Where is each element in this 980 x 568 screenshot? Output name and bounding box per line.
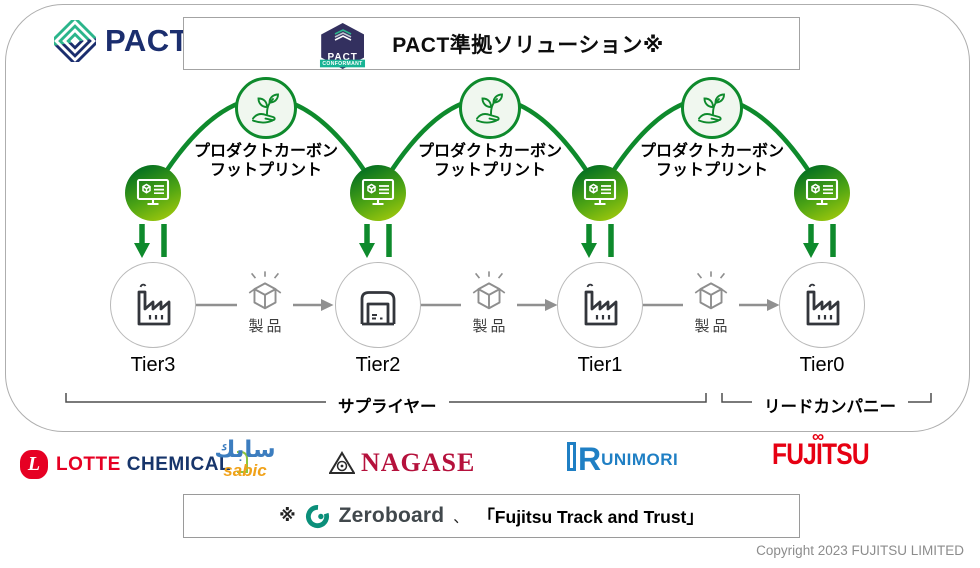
sabic-arabic-text: سابك [214, 436, 276, 462]
product-box-icon [472, 271, 506, 310]
monitor-circle-3 [572, 165, 628, 221]
monitor-circle-1 [125, 165, 181, 221]
tier3-label: Tier3 [130, 354, 176, 376]
kunimori-initial: R [578, 440, 602, 477]
product-label: 製品 [472, 318, 509, 335]
product-label: 製品 [694, 318, 731, 335]
pact-logo-text: PACT [105, 23, 190, 58]
footprint-label-3: プロダクトカーボン フットプリント [639, 143, 784, 179]
leaf-circle-3 [681, 77, 743, 139]
kunimori-logo: R UNIMORI [567, 440, 679, 477]
copyright-text: Copyright 2023 FUJITSU LIMITED [756, 543, 964, 558]
nagase-word: NAGASE [361, 448, 476, 477]
tier0-circle [779, 262, 865, 348]
pact-logo-icon [54, 20, 96, 62]
lead-company-group-label: リードカンパニー [752, 392, 908, 418]
fujitsu-infinity-icon: ∞ [812, 427, 825, 446]
monitor-icon [361, 178, 395, 206]
nagase-mark-icon [329, 451, 355, 474]
product-1: 製品 [237, 270, 293, 336]
tier1-circle [557, 262, 643, 348]
product-box-icon [694, 271, 728, 310]
monitor-circle-4 [794, 165, 850, 221]
footprint-label-1: プロダクトカーボン フットプリント [193, 143, 338, 179]
tier0-label: Tier0 [799, 354, 845, 376]
footnote-separator: 、 [453, 508, 469, 526]
factory-icon [584, 283, 618, 326]
kunimori-rest: UNIMORI [601, 450, 679, 469]
sabic-logo: سابك sabic [204, 436, 286, 480]
badge-ribbon: CONFORMANT [320, 59, 366, 68]
nagase-logo: NAGASE [329, 448, 475, 478]
zeroboard-word: Zeroboard [338, 504, 445, 527]
product-label: 製品 [248, 318, 285, 335]
diagram-frame [5, 4, 970, 432]
badge-layers-icon [334, 29, 352, 41]
lotte-leaf-bracket-icon [237, 450, 249, 473]
lotte-chemical-logo: L LOTTE CHEMICAL [20, 450, 249, 479]
supplier-group-label: サプライヤー [326, 392, 449, 418]
leaf-hand-icon [252, 93, 279, 124]
leaf-circle-2 [459, 77, 521, 139]
sabic-latin-text: sabic [223, 461, 267, 480]
lotte-mark-icon: L [20, 450, 48, 479]
tier2-label: Tier2 [355, 354, 401, 376]
chemical-word: CHEMICAL [126, 453, 232, 475]
fujitsu-logo: ∞ FUJITSU [772, 427, 890, 472]
zeroboard-icon [305, 504, 329, 528]
product-2: 製品 [461, 270, 517, 336]
leaf-hand-icon [698, 93, 725, 124]
lotte-word: LOTTE [56, 453, 121, 475]
tier2-circle [335, 262, 421, 348]
factory-icon [806, 283, 840, 326]
leaf-hand-icon [476, 93, 503, 124]
monitor-circle-2 [350, 165, 406, 221]
monitor-icon [583, 178, 617, 206]
fujitsu-word: FUJITSU [772, 438, 870, 471]
badge-name: PACT [327, 52, 358, 63]
pact-conformant-badge: PACT CONFORMANT [319, 23, 366, 73]
connector-arrows [196, 299, 780, 311]
product-box-icon [248, 271, 282, 310]
monitor-icon [805, 178, 839, 206]
leaf-circle-1 [235, 77, 297, 139]
footnote-box: ※ Zeroboard 、 「Fujitsu Track and Trust」 [183, 494, 800, 538]
fujitsu-track-and-trust-text: 「Fujitsu Track and Trust」 [477, 506, 704, 527]
tier1-label: Tier1 [577, 354, 623, 376]
factory-icon [137, 283, 171, 326]
header-box: PACT CONFORMANT PACT準拠ソリューション※ [183, 17, 800, 70]
footprint-label-2: プロダクトカーボン フットプリント [417, 143, 562, 179]
down-arrows [134, 224, 836, 258]
pact-logo: PACT [54, 20, 189, 62]
kunimori-k-bar-icon [567, 442, 576, 471]
warehouse-icon [360, 291, 396, 326]
header-title: PACT準拠ソリューション※ [392, 33, 664, 57]
product-3: 製品 [683, 270, 739, 336]
footnote-marker: ※ [279, 506, 296, 525]
monitor-icon [136, 178, 170, 206]
tier3-circle [110, 262, 196, 348]
